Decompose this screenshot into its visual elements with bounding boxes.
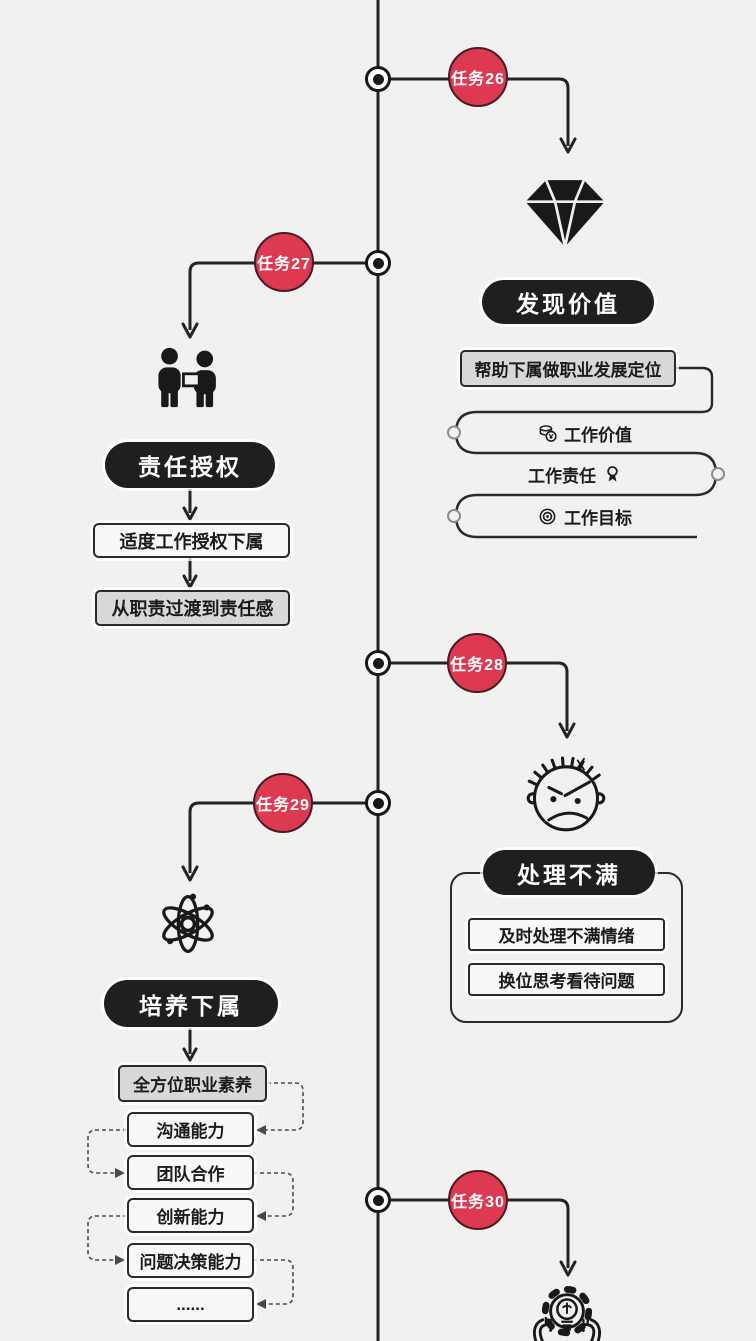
- section-title-complaints: 处理不满: [483, 850, 655, 895]
- serp-row-label: 工作价值: [564, 426, 632, 445]
- coins-icon: [539, 425, 557, 442]
- discover-lead-box: 帮助下属做职业发展定位: [460, 350, 676, 387]
- serpentine-node: [447, 425, 461, 440]
- serp-row-work-goal: 工作目标: [480, 501, 690, 532]
- serpentine-node: [711, 467, 725, 481]
- serpentine-node: [447, 509, 461, 523]
- medal-icon: [607, 466, 618, 482]
- task-badge-29: 任务29: [253, 773, 313, 833]
- target-icon: [539, 508, 556, 525]
- serp-row-work-duty: 工作责任: [470, 459, 680, 490]
- develop-box-more: ......: [127, 1287, 254, 1322]
- atom-icon: [162, 893, 214, 953]
- task-badge-28: 任务28: [447, 633, 507, 693]
- develop-box-teamwork: 团队合作: [127, 1155, 254, 1190]
- timeline-node: [365, 1187, 391, 1213]
- two-people-icon: [158, 347, 216, 408]
- gem-icon: [525, 179, 605, 247]
- develop-box-communication: 沟通能力: [127, 1112, 254, 1147]
- angry-face-icon: [526, 756, 606, 832]
- section-title-delegation: 责任授权: [105, 442, 275, 488]
- serp-row-label: 工作责任: [528, 467, 596, 486]
- develop-lead-box: 全方位职业素养: [118, 1065, 267, 1102]
- timeline-node: [365, 790, 391, 816]
- task-badge-26: 任务26: [448, 47, 508, 107]
- serp-row-work-value: 工作价值: [480, 417, 690, 450]
- section-title-develop: 培养下属: [104, 980, 278, 1027]
- task-badge-30: 任务30: [448, 1170, 508, 1230]
- serp-row-label: 工作目标: [564, 509, 632, 528]
- develop-box-innovation: 创新能力: [127, 1198, 254, 1233]
- idea-hands-icon: [532, 1286, 602, 1341]
- delegation-box-2: 从职责过渡到责任感: [95, 590, 290, 626]
- timeline-node: [365, 250, 391, 276]
- task-badge-27: 任务27: [254, 232, 314, 292]
- complaints-box-1: 及时处理不满情绪: [468, 918, 665, 951]
- delegation-box-1: 适度工作授权下属: [93, 523, 290, 558]
- timeline-node: [365, 66, 391, 92]
- develop-box-decision: 问题决策能力: [127, 1243, 254, 1278]
- section-title-discover-value: 发现价值: [482, 280, 654, 324]
- timeline-node: [365, 650, 391, 676]
- complaints-box-2: 换位思考看待问题: [468, 963, 665, 996]
